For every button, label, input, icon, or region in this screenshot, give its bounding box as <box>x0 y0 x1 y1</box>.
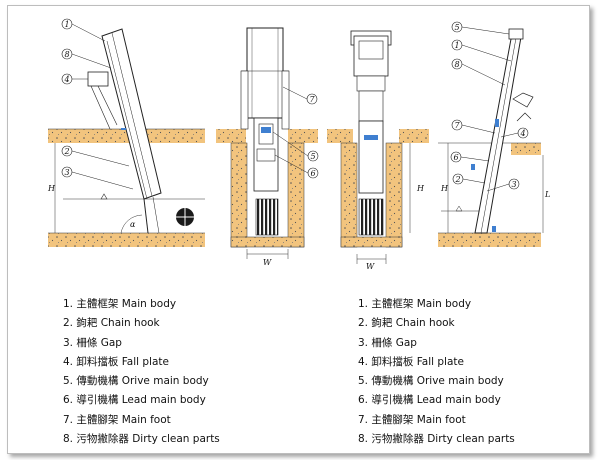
fig2-grate <box>255 198 279 236</box>
svg-text:1: 1 <box>455 41 460 50</box>
fig4-dim-h: H <box>440 184 449 193</box>
fig2-front-view: W 7 5 6 <box>216 27 319 267</box>
fig4-main-body <box>474 36 522 234</box>
svg-text:3: 3 <box>512 180 517 189</box>
legend-item-4: 4. 卸料擋板 Fall plate <box>358 355 464 368</box>
legend-right: 1. 主體框架 Main body 2. 鉤耙 Chain hook 3. 柵條… <box>358 295 515 449</box>
svg-text:1: 1 <box>65 20 70 29</box>
svg-text:2: 2 <box>64 147 70 156</box>
fig1-main-body <box>101 28 162 200</box>
svg-text:3: 3 <box>65 168 70 177</box>
fig4-callout-6: 6 <box>450 151 490 163</box>
fig4-callout-7: 7 <box>451 119 496 134</box>
svg-text:8: 8 <box>65 50 70 59</box>
legend-item-7: 7. 主體腳架 Main foot <box>358 413 466 426</box>
fig3-dim-w: W <box>366 262 375 271</box>
fig1-ground-bottom <box>48 233 205 247</box>
legend-item-1: 1. 主體框架 Main body <box>63 298 177 310</box>
fig4-callout-1: 1 <box>451 39 512 62</box>
svg-text:7: 7 <box>310 95 316 104</box>
fig2-callout-5: 5 <box>272 131 319 162</box>
fig1-callout-4: 4 <box>61 73 88 85</box>
svg-text:6: 6 <box>454 153 459 162</box>
fig2-callout-7: 7 <box>282 86 318 105</box>
fig1-dim-alpha: α <box>130 220 136 229</box>
fig4-callout-2: 2 <box>452 173 486 185</box>
svg-text:4: 4 <box>520 129 526 138</box>
legend-item-2: 2. 鉤耙 Chain hook <box>63 317 160 330</box>
fig2-dim-w: W <box>263 258 272 267</box>
fig1-callout-8: 8 <box>61 48 112 69</box>
legend-item-5: 5. 傳動機構 Orive main body <box>63 375 209 388</box>
fig1-drive-box <box>87 71 109 87</box>
fig1-dim-h: H <box>47 184 56 193</box>
legend-item-1: 1. 主體框架 Main body <box>358 298 472 310</box>
legend-left: 1. 主體框架 Main body 2. 鉤耙 Chain hook 3. 柵條… <box>63 295 220 449</box>
fig1-ground-top <box>48 129 205 143</box>
figure-frame: H α 1 8 4 2 <box>7 5 590 454</box>
legend-item-8: 8. 污物撇除器 Dirty clean parts <box>63 433 220 446</box>
legend-item-8: 8. 污物撇除器 Dirty clean parts <box>358 433 515 446</box>
legend-item-2: 2. 鉤耙 Chain hook <box>358 317 455 330</box>
fig3-grate <box>358 198 384 236</box>
legend-item-3: 3. 柵條 Gap <box>63 336 122 349</box>
legend-item-6: 6. 導引機構 Lead main body <box>358 394 501 407</box>
legend-item-7: 7. 主體腳架 Main foot <box>63 413 171 426</box>
fig4-dim-l: L <box>544 190 550 199</box>
fig3-dim-h: H <box>416 184 425 193</box>
fig1-callout-2: 2 <box>61 145 130 167</box>
legend-item-4: 4. 卸料擋板 Fall plate <box>63 355 169 368</box>
legend-item-3: 3. 柵條 Gap <box>358 336 417 349</box>
fig1-callout-3: 3 <box>61 166 134 190</box>
svg-text:5: 5 <box>455 23 460 32</box>
fig3-section-view: W H <box>327 30 429 271</box>
svg-text:4: 4 <box>64 75 70 84</box>
fig4-callout-5: 5 <box>451 21 510 35</box>
fig2-callout-6: 6 <box>274 154 319 179</box>
fig2-main-body <box>246 27 284 119</box>
fig1-callout-1: 1 <box>61 18 106 42</box>
svg-text:5: 5 <box>311 152 316 161</box>
fig4-callout-8: 8 <box>451 58 506 86</box>
fig4-side-view: H L 5 1 8 7 <box>438 21 550 247</box>
svg-text:8: 8 <box>455 60 460 69</box>
svg-text:7: 7 <box>455 121 461 130</box>
fig1-side-view: H α 1 8 4 2 <box>47 18 205 247</box>
fig4-callout-4: 4 <box>500 127 529 139</box>
legend-item-5: 5. 傳動機構 Orive main body <box>358 375 504 388</box>
fig4-callout-3: 3 <box>486 178 520 192</box>
svg-text:2: 2 <box>455 175 461 184</box>
legend-item-6: 6. 導引機構 Lead main body <box>63 394 206 407</box>
engineering-drawing: H α 1 8 4 2 <box>47 18 550 271</box>
svg-text:6: 6 <box>311 169 316 178</box>
